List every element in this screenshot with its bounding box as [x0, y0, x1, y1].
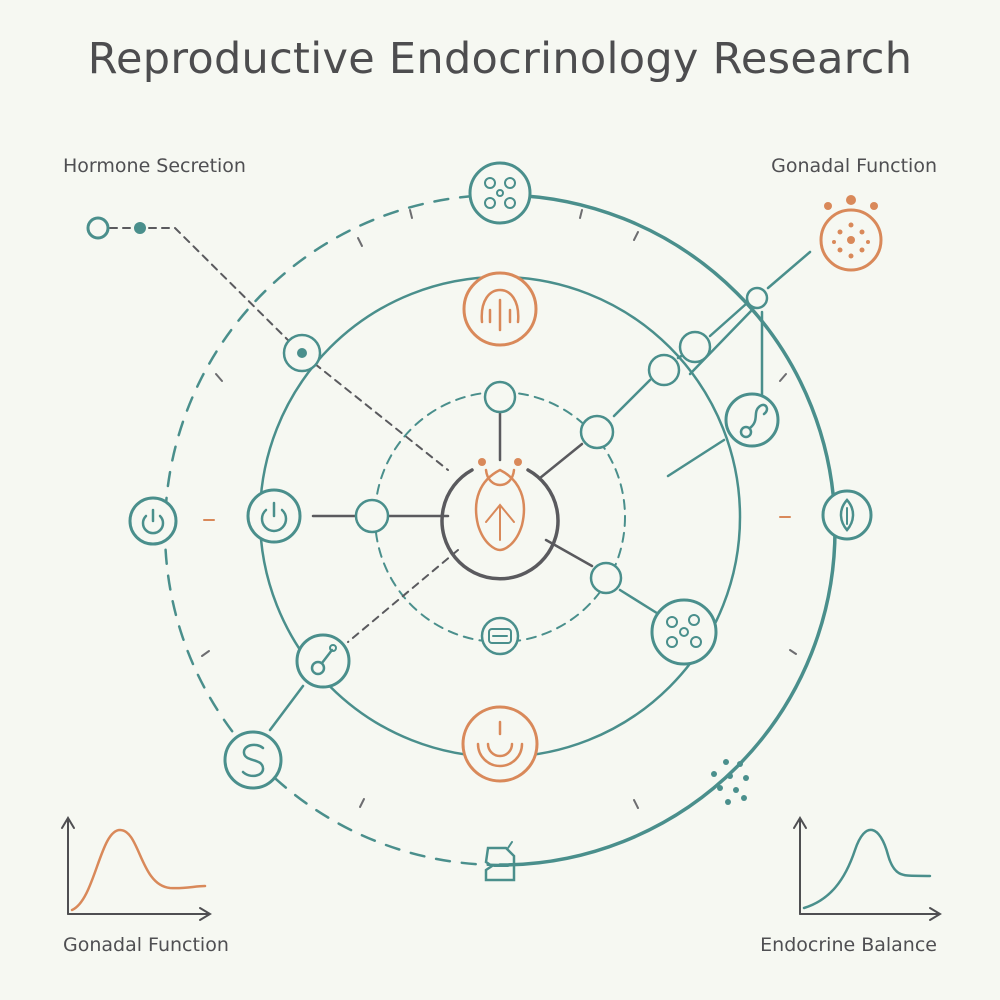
connector-lower-right [618, 588, 662, 617]
outer-ring-dashed [163, 193, 502, 867]
lower-left-chain [268, 684, 305, 732]
cell-cluster-icon [468, 161, 532, 225]
upper-right-chain [612, 250, 812, 478]
sperm-icon [295, 633, 351, 689]
power-icon [128, 496, 178, 546]
label-hormone-secretion: Hormone Secretion [63, 155, 246, 177]
leaf-drop-icon [821, 489, 873, 541]
outer-ring-solid [498, 193, 837, 867]
bottle-icon [484, 841, 516, 882]
uterus-icon [462, 271, 538, 347]
smile-icon [461, 705, 539, 783]
sperm-icon [724, 392, 780, 448]
pituitary-gland-icon [440, 458, 560, 581]
s-curve-icon [223, 730, 283, 790]
cell-cluster-icon [650, 598, 718, 666]
label-endocrine-balance: Endocrine Balance [760, 934, 937, 956]
power-icon [246, 488, 302, 544]
orange-curve [70, 828, 207, 912]
dot-cluster [711, 759, 749, 805]
endocrine-balance-mini-chart [793, 816, 942, 921]
connector-to-bottom-left [347, 549, 459, 643]
follicle-icon [819, 195, 883, 272]
orange-tick-marks [203, 516, 791, 521]
small-nodes [354, 286, 769, 595]
label-gonadal-function-top: Gonadal Function [771, 155, 937, 177]
secretion-node-open [86, 216, 110, 240]
label-gonadal-function-bottom: Gonadal Function [63, 934, 229, 956]
outer-tick-marks [201, 209, 797, 809]
secretion-node-filled [134, 222, 146, 234]
teal-curve [802, 828, 932, 910]
page-title: Reproductive Endocrinology Research [87, 34, 913, 84]
gonadal-function-mini-chart [61, 816, 212, 921]
pill-icon [480, 616, 520, 656]
hormone-secretion-path [109, 227, 449, 471]
